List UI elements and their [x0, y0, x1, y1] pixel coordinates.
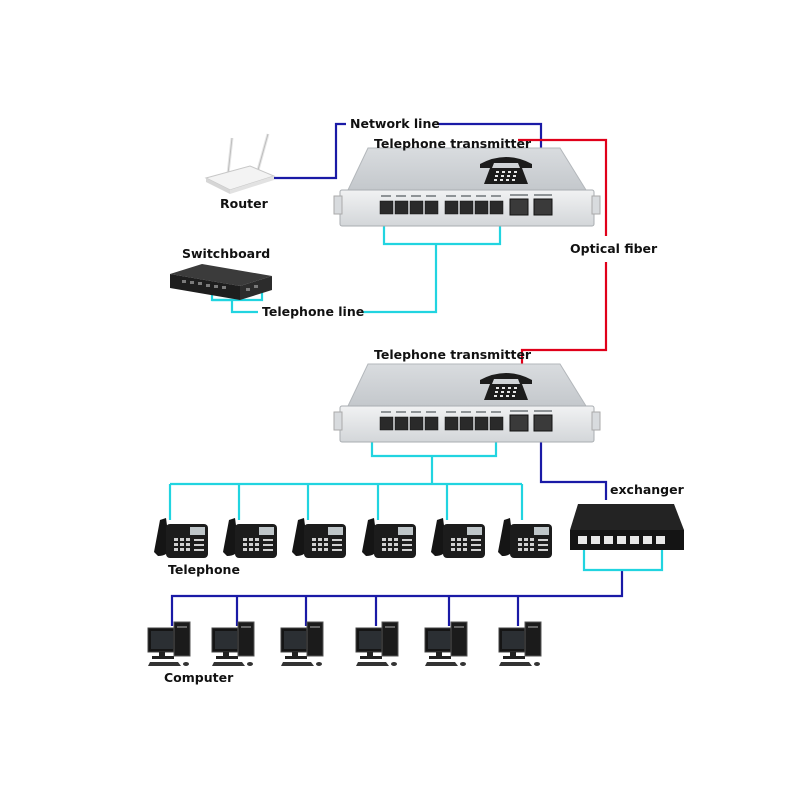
telephone-icon	[431, 518, 485, 558]
label-network-line: Network line	[350, 116, 440, 131]
label-router: Router	[220, 196, 269, 211]
computer-icon	[147, 621, 191, 667]
computer-icon	[424, 621, 468, 667]
label-switchboard: Switchboard	[182, 246, 270, 261]
telephone-icon	[154, 518, 208, 558]
label-telephone-transmitter-bottom: Telephone transmitter	[374, 347, 532, 362]
telephone-icon	[362, 518, 416, 558]
optical-fiber	[518, 138, 608, 366]
label-telephone-line: Telephone line	[262, 304, 364, 319]
switchboard-icon	[170, 264, 272, 300]
router-icon	[204, 133, 276, 194]
label-optical-fiber: Optical fiber	[570, 241, 658, 256]
telephone-line	[168, 225, 664, 572]
computer-icon	[355, 621, 399, 667]
telephone-icon	[292, 518, 346, 558]
computer-icon	[498, 621, 542, 667]
label-exchanger: exchanger	[610, 482, 685, 497]
telephone-transmitter-icon	[333, 147, 601, 227]
telephone-transmitter-icon	[333, 363, 601, 443]
telephone-icon	[498, 518, 552, 558]
exchanger-icon	[570, 504, 684, 550]
computer-icon	[280, 621, 324, 667]
label-telephone: Telephone	[168, 562, 240, 577]
label-telephone-transmitter-top: Telephone transmitter	[374, 136, 532, 151]
label-computer: Computer	[164, 670, 234, 685]
telephone-icon	[223, 518, 277, 558]
computer-icon	[211, 621, 255, 667]
